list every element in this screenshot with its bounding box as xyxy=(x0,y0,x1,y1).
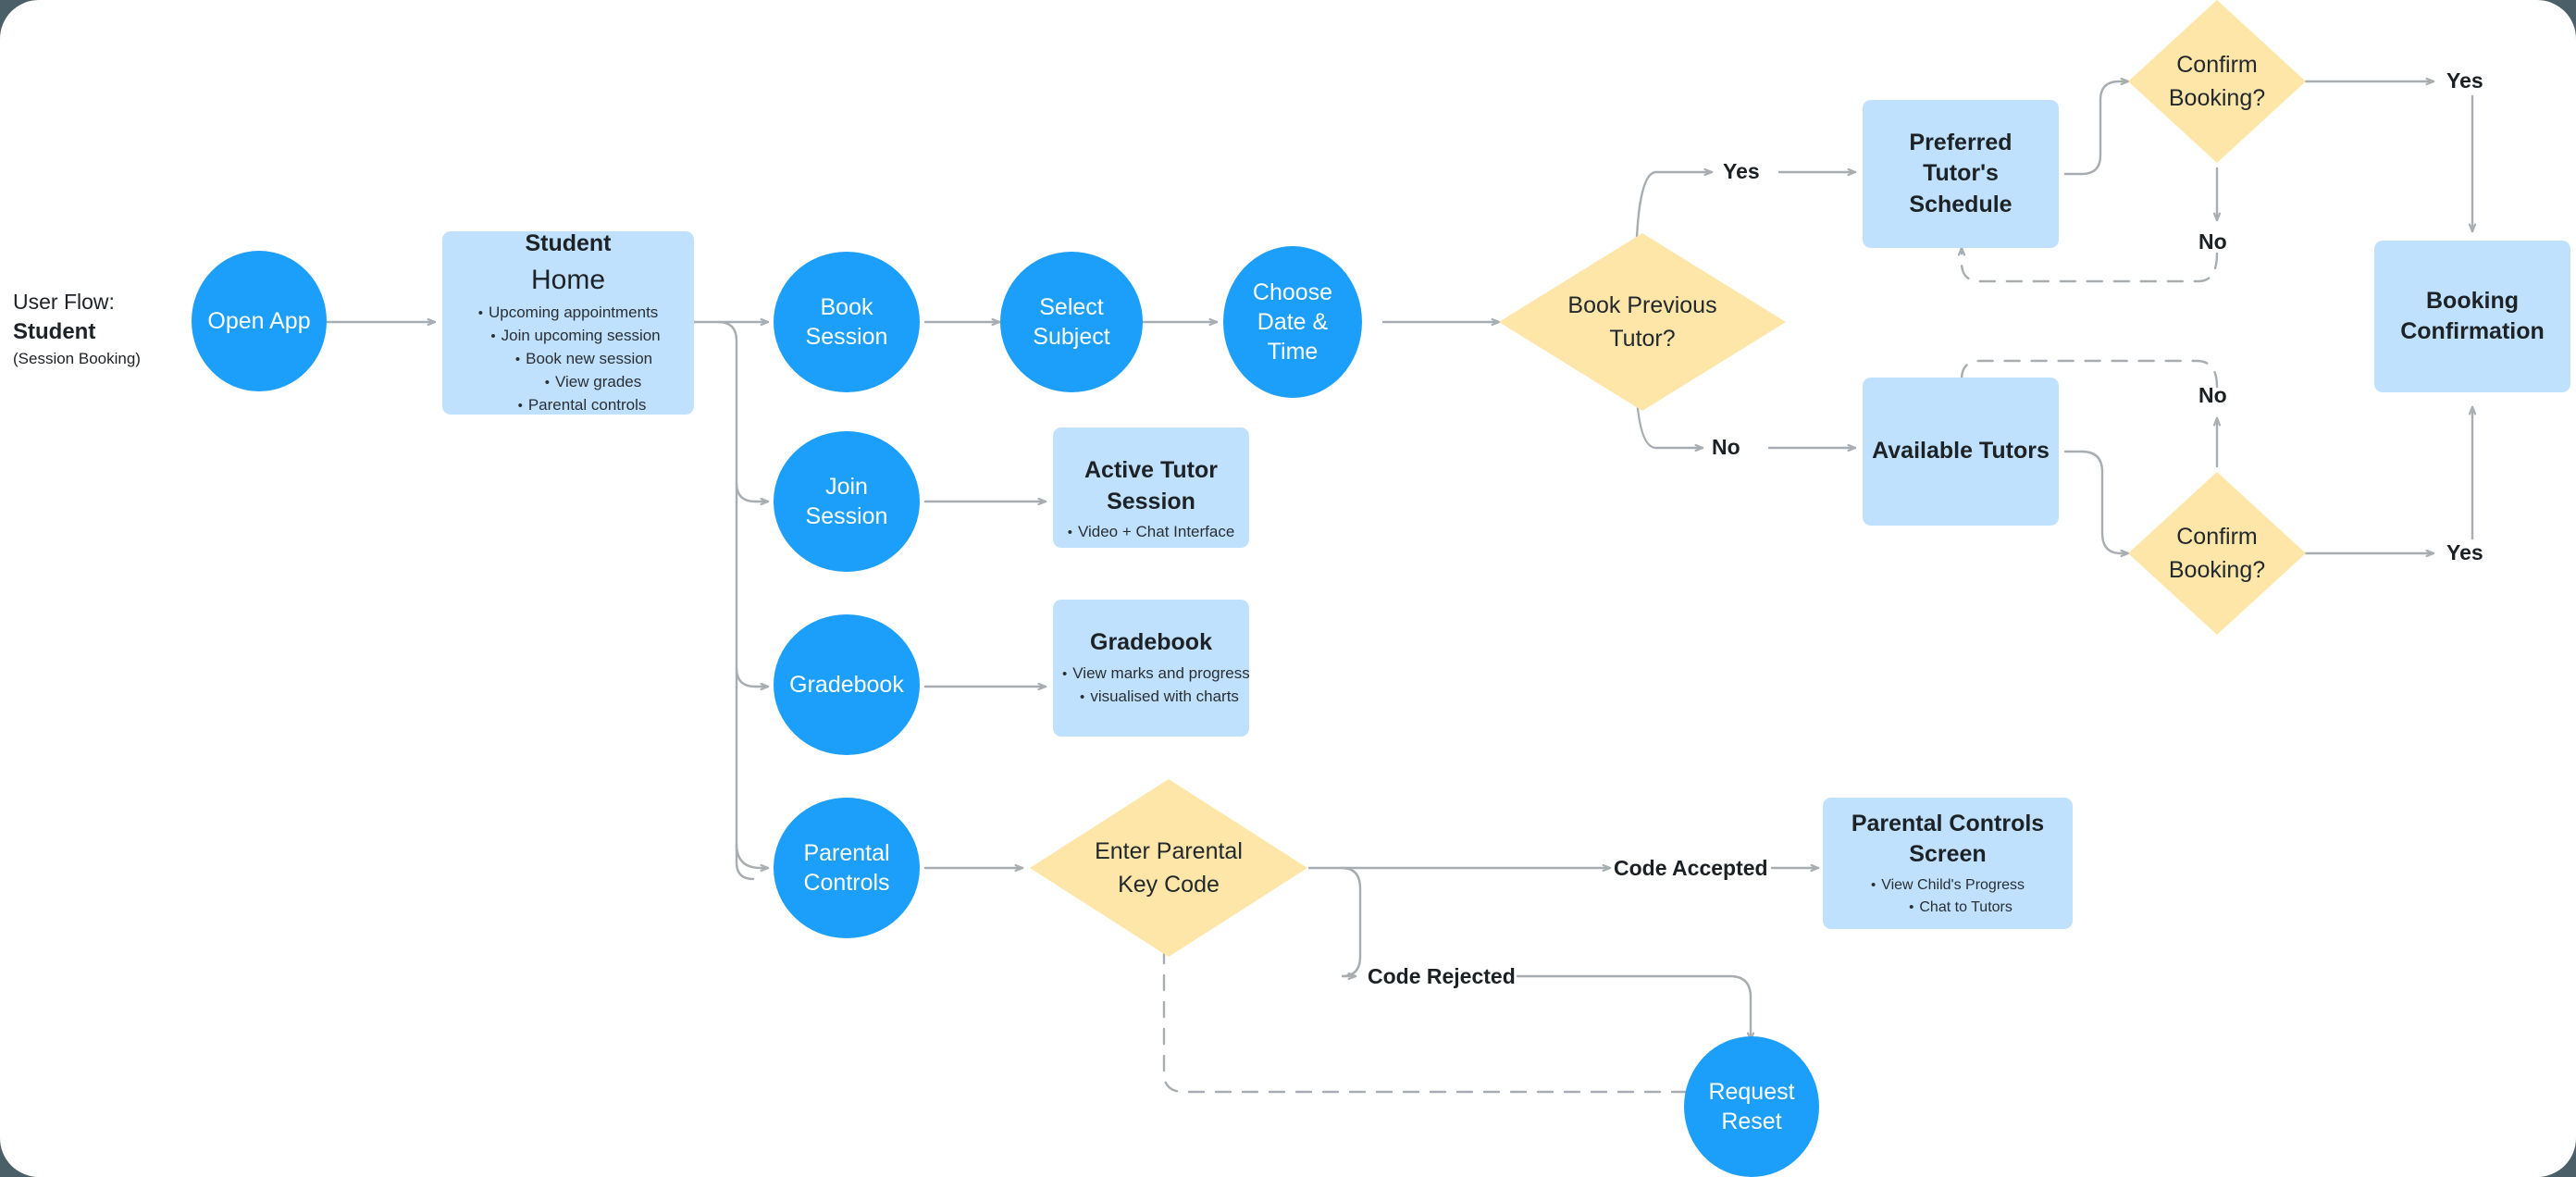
edge-rejected-to-request-reset xyxy=(1516,974,1751,1040)
edge-home-to-parental-controls xyxy=(735,842,768,868)
node-book-previous-tutor-decision[interactable]: Book Previous Tutor? xyxy=(1499,233,1786,411)
list-item: View Child's Progress xyxy=(1832,874,2063,897)
parental-controls-line1: Parental xyxy=(803,840,890,866)
list-item: Chat to Tutors xyxy=(1832,897,2063,919)
edge-available-to-confirm-bottom xyxy=(2063,450,2128,553)
flow-title-line3: (Session Booking) xyxy=(13,350,141,368)
node-available-tutors[interactable]: Available Tutors xyxy=(1863,378,2059,526)
active-tutor-session-bullets: Video + Chat Interface xyxy=(1062,521,1240,544)
node-booking-confirmation[interactable]: Booking Confirmation xyxy=(2374,241,2570,392)
list-item: View marks and progress xyxy=(1062,663,1250,686)
edge-label-yes-confirm-top: Yes xyxy=(2446,68,2483,93)
book-session-label-line2: Session xyxy=(805,324,888,350)
node-student-home[interactable]: Student Home Upcoming appointments Join … xyxy=(442,230,694,417)
book-previous-tutor-text: Book Previous Tutor? xyxy=(1567,289,1716,356)
list-item: Parental controls xyxy=(452,394,685,417)
list-item: Book new session xyxy=(452,348,685,371)
gradebook-screen-title: Gradebook xyxy=(1090,629,1212,656)
confirm-booking-bottom-line2: Booking? xyxy=(2168,557,2266,583)
enter-parental-key-code-text: Enter Parental Key Code xyxy=(1095,835,1243,902)
edge-label-no-previous-tutor: No xyxy=(1712,435,1740,459)
node-request-reset[interactable]: Request Reset xyxy=(1684,1036,1819,1177)
confirm-booking-top-line2: Booking? xyxy=(2168,85,2266,111)
confirm-booking-bottom-line1: Confirm xyxy=(2176,523,2258,550)
enter-key-code-line1: Enter Parental xyxy=(1095,837,1243,864)
edge-home-bus xyxy=(692,320,755,881)
student-home-bullets: Upcoming appointments Join upcoming sess… xyxy=(452,302,685,417)
parental-controls-line2: Controls xyxy=(803,870,890,896)
join-session-line2: Session xyxy=(805,503,888,529)
flow-title: User Flow: Student (Session Booking) xyxy=(13,287,189,370)
booking-confirmation-line1: Booking xyxy=(2426,287,2519,314)
confirm-booking-top-text: Confirm Booking? xyxy=(2169,48,2265,116)
preferred-tutor-line2: Schedule xyxy=(1909,191,2012,217)
node-parental-controls[interactable]: Parental Controls xyxy=(774,798,920,938)
select-subject-label-line2: Subject xyxy=(1033,324,1110,350)
node-select-subject[interactable]: Select Subject xyxy=(1000,252,1143,392)
pc-screen-bullets: View Child's Progress Chat to Tutors xyxy=(1832,874,2063,918)
choose-datetime-label-line1: Choose xyxy=(1252,279,1333,305)
node-active-tutor-session[interactable]: Active Tutor Session Video + Chat Interf… xyxy=(1053,427,1249,548)
node-join-session[interactable]: Join Session xyxy=(774,431,920,572)
confirm-booking-top-line1: Confirm xyxy=(2176,51,2258,78)
node-gradebook[interactable]: Gradebook xyxy=(774,614,920,755)
edge-preferred-to-confirm-top xyxy=(2063,81,2128,176)
join-session-line1: Join xyxy=(825,474,868,500)
node-preferred-tutor-schedule[interactable]: Preferred Tutor's Schedule xyxy=(1863,100,2059,248)
node-parental-controls-screen[interactable]: Parental Controls Screen View Child's Pr… xyxy=(1823,798,2073,929)
list-item: visualised with charts xyxy=(1062,686,1240,709)
choose-datetime-label-line2: Date & xyxy=(1257,309,1329,335)
gradebook-label: Gradebook xyxy=(789,672,904,698)
edge-home-to-gradebook xyxy=(735,666,768,687)
edge-keycode-rejected xyxy=(1340,866,1362,976)
book-previous-tutor-line2: Tutor? xyxy=(1609,326,1676,352)
flow-title-line1: User Flow: xyxy=(13,290,115,314)
pc-screen-subtitle: Screen xyxy=(1909,841,1987,868)
confirm-booking-bottom-text: Confirm Booking? xyxy=(2169,520,2265,588)
flow-title-line2: Student xyxy=(13,319,96,345)
request-reset-line1: Request xyxy=(1708,1079,1795,1105)
node-enter-parental-key-code-decision[interactable]: Enter Parental Key Code xyxy=(1030,779,1307,957)
available-tutors-label: Available Tutors xyxy=(1872,438,2050,465)
request-reset-line2: Reset xyxy=(1721,1109,1782,1134)
choose-datetime-label-line3: Time xyxy=(1267,339,1319,365)
edge-label-code-accepted: Code Accepted xyxy=(1614,856,1768,880)
edge-label-yes-confirm-bottom: Yes xyxy=(2446,540,2483,564)
edge-label-no-confirm-bottom: No xyxy=(2198,383,2227,407)
book-session-label-line1: Book xyxy=(820,294,873,320)
node-confirm-booking-bottom-decision[interactable]: Confirm Booking? xyxy=(2128,472,2306,635)
edge-label-no-confirm-top: No xyxy=(2198,229,2227,254)
student-home-title: Student xyxy=(525,230,612,256)
edge-home-to-join-session xyxy=(735,481,768,502)
node-book-session[interactable]: Book Session xyxy=(774,252,920,392)
open-app-label: Open App xyxy=(207,308,311,334)
preferred-tutor-line1: Preferred Tutor's xyxy=(1909,129,2012,187)
active-tutor-session-title: Active Tutor Session xyxy=(1084,457,1218,514)
list-item: Video + Chat Interface xyxy=(1062,521,1240,544)
list-item: Join upcoming session xyxy=(452,325,685,348)
gradebook-screen-bullets: View marks and progress visualised with … xyxy=(1062,663,1250,709)
edge-label-yes-previous-tutor: Yes xyxy=(1723,159,1760,183)
edge-confirm-bottom-no-loop xyxy=(1962,359,2219,396)
booking-confirmation-line2: Confirmation xyxy=(2400,318,2545,344)
edge-request-reset-loop xyxy=(1164,935,1689,1094)
node-gradebook-screen[interactable]: Gradebook View marks and progress visual… xyxy=(1053,600,1250,737)
enter-key-code-line2: Key Code xyxy=(1118,872,1220,898)
node-choose-date-time[interactable]: Choose Date & Time xyxy=(1223,246,1362,398)
pc-screen-title: Parental Controls xyxy=(1851,810,2045,836)
list-item: View grades xyxy=(452,371,685,394)
node-confirm-booking-top-decision[interactable]: Confirm Booking? xyxy=(2128,0,2306,163)
edge-label-code-rejected: Code Rejected xyxy=(1368,964,1516,988)
edge-confirm-top-no-loop xyxy=(1962,248,2219,283)
list-item: Upcoming appointments xyxy=(452,302,685,325)
select-subject-label-line1: Select xyxy=(1039,294,1104,320)
book-previous-tutor-line1: Book Previous xyxy=(1567,291,1717,318)
student-home-subtitle: Home xyxy=(530,264,606,295)
node-open-app[interactable]: Open App xyxy=(192,251,327,391)
